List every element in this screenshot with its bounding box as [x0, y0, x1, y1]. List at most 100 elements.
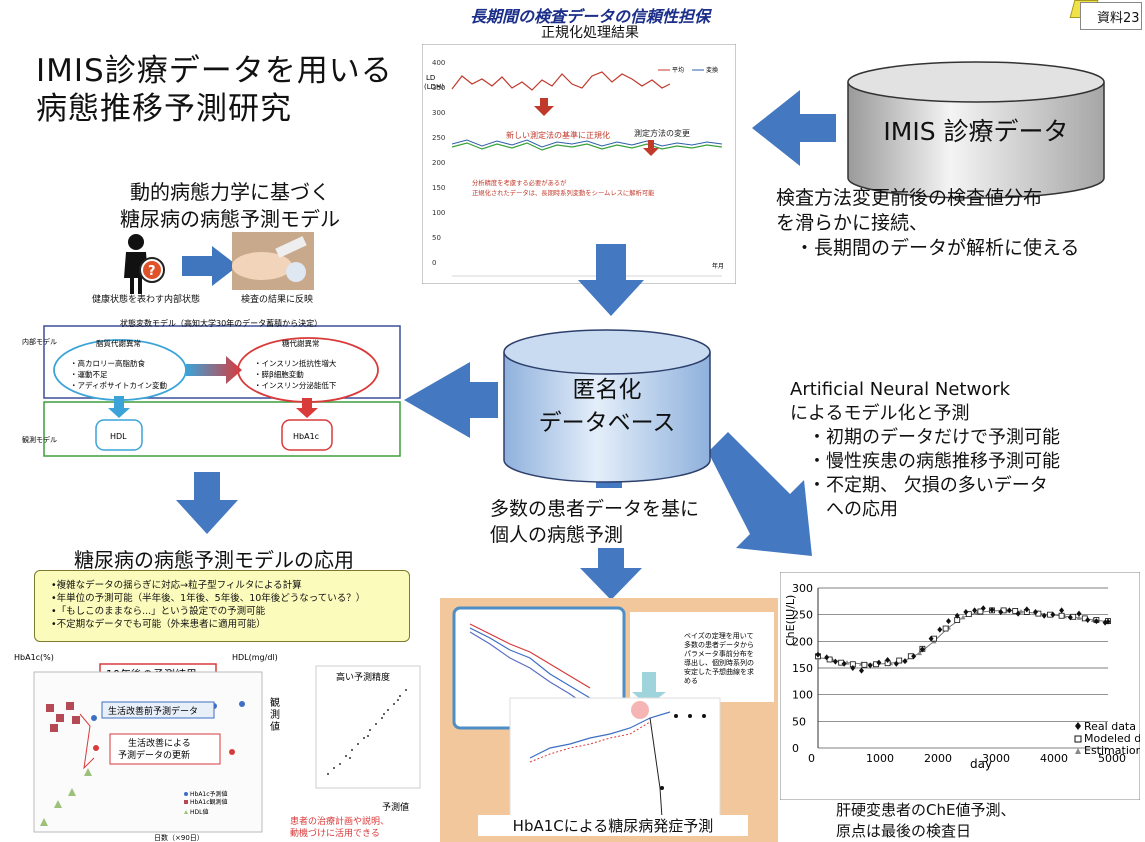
- che-real-point: [1105, 618, 1111, 625]
- che-real-point: [885, 657, 891, 663]
- che-estimation-point: [1018, 608, 1024, 614]
- reliability-chart-subtitle: 正規化処理結果: [541, 25, 639, 41]
- state-model-title: 状態変数モデル（高知大学30年のデータ蓄積から決定）: [120, 318, 322, 328]
- che-y-axis-label: ChE(IU/L): [784, 595, 797, 646]
- che-caption: 肝硬変患者のChE値予測、 原点は最後の検査日: [836, 801, 1016, 840]
- application-scroll-box: •複雑なデータの揺らぎに対応→粒子型フィルタによる計算 •年単位の予測可能（半年…: [34, 570, 410, 642]
- che-real-point: [841, 660, 847, 667]
- bayes-note-line-1: ベイズの定理を用いて: [684, 631, 754, 640]
- ld-raw-series: [451, 71, 671, 91]
- che-legend: Real data Modeled data Estimation: [1074, 720, 1145, 757]
- method-change-annotation: 測定方法の変更: [634, 128, 690, 138]
- body-state-caption: 健康状態を表わす内部状態: [91, 295, 200, 305]
- hba1c-node: HbA1c: [293, 432, 319, 441]
- ld-normalized-series: [451, 139, 723, 148]
- che-real-point: [867, 662, 873, 669]
- svg-text:300: 300: [432, 109, 445, 117]
- che-y-tick: 300: [792, 582, 813, 595]
- che-real-point: [1015, 610, 1021, 617]
- che-real-point: [859, 667, 864, 674]
- accuracy-y-label: 観 測 値: [270, 696, 283, 733]
- hdl-axis-label: HDL(mg/dl): [232, 653, 278, 662]
- ld-legend: 平均 変換: [658, 66, 718, 74]
- che-real-point: [832, 658, 838, 665]
- svg-text:平均: 平均: [672, 66, 684, 74]
- che-x-tick: 2000: [924, 752, 952, 765]
- che-y-tick: 50: [792, 715, 806, 728]
- anonymized-database-label: 匿名化 データベース: [538, 377, 676, 436]
- svg-text:0: 0: [432, 259, 436, 267]
- forecast-note-line-1: 患者の治療計画や説明、: [290, 815, 389, 827]
- test-result-caption: 検査の結果に反映: [240, 295, 313, 305]
- application-title: 糖尿病の病態予測モデルの応用: [74, 548, 354, 572]
- main-title: IMIS診療データを用いる 病態推移予測研究: [36, 53, 393, 127]
- ld-axis-label: LD(LDH): [424, 74, 444, 91]
- che-real-point: [919, 646, 925, 653]
- hba1c-axis-label: HbA1c(%): [14, 653, 54, 662]
- che-x-tick: 1000: [866, 752, 894, 765]
- che-x-axis-label: day: [970, 757, 992, 771]
- che-real-point: [1041, 612, 1047, 619]
- svg-text:200: 200: [432, 159, 445, 167]
- apply-item-4: •不定期なデータでも可能（外来患者に適用可能）: [51, 619, 266, 630]
- che-real-point: [1076, 610, 1082, 617]
- hba1c-caption: HbA1Cによる糖尿病発症予測: [478, 815, 748, 836]
- che-real-point: [989, 606, 995, 613]
- che-estimation-point: [917, 650, 922, 656]
- ld-yticks: 400 350 300 250 200 150 100 50 0: [432, 59, 445, 267]
- che-y-tick: 250: [792, 609, 813, 622]
- state-variable-model: 状態変数モデル（高知大学30年のデータ蓄積から決定） 内部モデル 観測モデル 脂…: [20, 318, 402, 458]
- che-modeled-point: [1012, 608, 1019, 614]
- callout-after-line-2: 予測データの更新: [118, 749, 190, 761]
- che-modeled-point: [861, 661, 868, 668]
- che-real-point: [928, 635, 934, 642]
- forecast-note-line-2: 動機づけに活用できる: [290, 827, 380, 839]
- document-badge: 資料23: [1080, 2, 1142, 30]
- inner-model-label: 内部モデル: [22, 337, 57, 346]
- bayes-note-line-4: 導出し、個別時系列の: [684, 658, 754, 667]
- hba1c-prediction-collage: ベイズの定理を用いて 多数の患者データから パラメータ事前分布を 導出し、個別時…: [440, 598, 778, 842]
- blood-test-photo: [232, 232, 314, 290]
- accuracy-y-char-1: 観: [270, 696, 280, 709]
- forecast-panel: HbA1c(%) HDL(mg/dl) 10年後の予測結果 生活改善前予測データ…: [14, 646, 434, 842]
- accuracy-x-label: 予測値: [382, 801, 409, 813]
- che-real-point: [1085, 617, 1091, 623]
- che-real-point: [972, 607, 978, 614]
- ann-title: Artificial Neural Network によるモデル化と予測: [790, 379, 1011, 424]
- apply-item-3: •「もしこのままなら...」という設定での予測可能: [51, 606, 266, 617]
- apply-item-2: •年単位の予測可能（半年後、1年後、5年後、10年後どうなっている？）: [51, 593, 366, 604]
- forecast-note: 患者の治療計画や説明、 動機づけに活用できる: [290, 815, 392, 839]
- svg-text:Modeled data: Modeled data: [1084, 732, 1140, 745]
- che-modeled-point: [896, 657, 903, 664]
- ann-item-2: ・慢性疾患の病態推移予測可能: [808, 451, 1060, 472]
- imis-database-label: IMIS 診療データ: [883, 117, 1069, 146]
- reliability-chart-svg: LD(LDH) 400 350 300 250 200 150 100 50 0…: [421, 43, 737, 285]
- callout-after: 生活改善による 予測データの更新: [118, 737, 194, 761]
- svg-text:?: ?: [148, 264, 156, 279]
- ann-panel: Artificial Neural Network によるモデル化と予測 ・初期…: [790, 378, 1140, 522]
- svg-text:変換: 変換: [706, 66, 718, 74]
- che-real-point: [980, 605, 986, 612]
- callout-after-line-1: 生活改善による: [128, 737, 191, 749]
- che-real-point: [1059, 607, 1065, 614]
- right-arrow-icon: [182, 246, 238, 286]
- anonymized-database-cylinder: [500, 328, 714, 486]
- che-x-tick: 5000: [1098, 752, 1126, 765]
- hdl-node: HDL: [110, 432, 127, 441]
- che-real-point: [1050, 611, 1056, 618]
- che-y-tick: 0: [792, 742, 799, 755]
- observation-model-label: 観測モデル: [22, 435, 57, 444]
- left-arrow-icon: [752, 90, 836, 166]
- callout-before: 生活改善前予測データ: [108, 705, 198, 717]
- svg-text:HDL値: HDL値: [190, 808, 208, 816]
- ann-item-1: ・初期のデータだけで予測可能: [808, 427, 1060, 448]
- lipid-item-3: ・アディポサイトカイン変動: [70, 380, 167, 390]
- che-x-tick: 4000: [1040, 752, 1068, 765]
- ann-item-3: ・不定期、 欠損の多いデータ への応用: [808, 475, 1048, 520]
- sugar-item-1: ・インスリン抵抗性増大: [254, 358, 337, 368]
- center-description: 多数の患者データを基に 個人の病態予測: [490, 498, 700, 546]
- che-real-point: [946, 618, 951, 625]
- reliability-chart: LD(LDH) 400 350 300 250 200 150 100 50 0…: [421, 43, 737, 285]
